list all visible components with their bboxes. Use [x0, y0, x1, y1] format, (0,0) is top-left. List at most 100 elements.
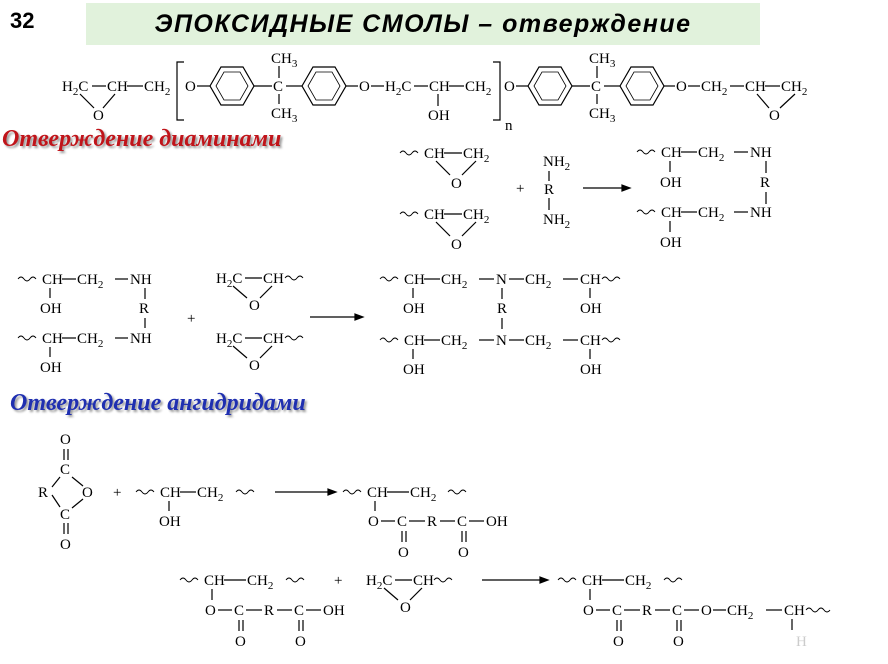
- p2-ch-b: CH: [580, 272, 601, 288]
- product1-ch2-bottom: CH2: [698, 205, 724, 224]
- alcohol-ch: CH: [160, 485, 181, 501]
- p2-ch2-d: CH2: [525, 333, 551, 352]
- r2-epoxy-a-ch: CH: [263, 271, 284, 287]
- resin-o-2: O: [359, 79, 370, 95]
- epoxy-b-ch2: CH2: [463, 207, 489, 226]
- r2-oh-bottom: OH: [40, 360, 62, 376]
- anhydride-o-top: O: [60, 432, 71, 448]
- resin-ch3-top-1: CH3: [271, 51, 298, 70]
- p3-ch-end: CH: [784, 603, 805, 619]
- resin-ch-right: CH: [745, 79, 766, 95]
- p2-oh-d: OH: [580, 362, 602, 378]
- resin-ch3-bottom-1: CH3: [271, 106, 298, 125]
- epoxy-resin-formula: H2C CH CH2 O O C CH3 CH3 O H2C CH OH: [62, 51, 807, 134]
- resin-ch2-right: CH2: [701, 79, 727, 98]
- r2-epoxy-a-o: O: [249, 298, 260, 314]
- resin-ch2-end: CH2: [781, 79, 807, 98]
- resin-o-4: O: [676, 79, 687, 95]
- a2-o-carbonyl-1: O: [235, 634, 246, 650]
- p3-ch2: CH2: [625, 573, 651, 592]
- resin-epoxy-o-left: O: [93, 108, 104, 124]
- a2-oh: OH: [323, 603, 345, 619]
- r2-r: R: [139, 301, 149, 317]
- resin-repeat-n: n: [505, 118, 513, 134]
- a2-o-carbonyl-2: O: [295, 634, 306, 650]
- r2-epoxy-b-ch: CH: [263, 331, 284, 347]
- plus-1: +: [516, 181, 524, 197]
- r2-ch-bottom: CH: [42, 331, 63, 347]
- a2-ch: CH: [204, 573, 225, 589]
- product1-ch-top: CH: [661, 145, 682, 161]
- epoxy-b-o: O: [451, 237, 462, 253]
- anhydride-o-bottom: O: [60, 537, 71, 553]
- amine-reaction-2: CH CH2 NH OH R CH CH2 NH OH + H2C CH O H…: [17, 271, 621, 378]
- product1-oh-top: OH: [660, 175, 682, 191]
- product1-ch2-top: CH2: [698, 145, 724, 164]
- epoxy-b-ch: CH: [424, 207, 445, 223]
- resin-c-1: C: [273, 79, 283, 95]
- resin-c-2: C: [591, 79, 601, 95]
- p2-n-bottom: N: [496, 333, 507, 349]
- p3-c-2: C: [672, 603, 682, 619]
- resin-h2c-left: H2C: [62, 79, 88, 98]
- p3-r: R: [642, 603, 652, 619]
- alcohol-ch2: CH2: [197, 485, 223, 504]
- resin-epoxy-o-right: O: [769, 108, 780, 124]
- ester-ch: CH: [367, 485, 388, 501]
- r2-ch-top: CH: [42, 272, 63, 288]
- p2-ch2-c: CH2: [441, 333, 467, 352]
- anhydride-r: R: [38, 485, 48, 501]
- epoxy-a-ch2: CH2: [463, 146, 489, 165]
- a2-c-1: C: [234, 603, 244, 619]
- p2-n-top: N: [496, 272, 507, 288]
- slide-title: ЭПОКСИДНЫЕ СМОЛЫ – отверждение: [86, 3, 760, 45]
- resin-o-3: O: [504, 79, 515, 95]
- p2-ch-a: CH: [404, 272, 425, 288]
- plus-2: +: [187, 311, 195, 327]
- diamine-nh2-bottom: NH2: [543, 212, 570, 231]
- anhydride-reaction-2: CH CH2 O C O R C O OH + H2C CH O CH CH2: [179, 573, 831, 650]
- product1-nh-bottom: NH: [750, 205, 772, 221]
- ester-oh: OH: [486, 514, 508, 530]
- resin-ch-mid: CH: [429, 79, 450, 95]
- p2-ch-d: CH: [580, 333, 601, 349]
- product1-oh-bottom: OH: [660, 235, 682, 251]
- r2-oh-top: OH: [40, 301, 62, 317]
- p3-c-1: C: [612, 603, 622, 619]
- heading-anhydride-curing: Отверждение ангидридами: [10, 390, 306, 416]
- resin-h2c-mid: H2C: [385, 79, 411, 98]
- anhydride-o-ring: O: [82, 485, 93, 501]
- alcohol-oh: OH: [159, 514, 181, 530]
- r2-ch2-bottom: CH2: [77, 331, 103, 350]
- r2-epoxy-a-h2c: H2C: [216, 271, 242, 290]
- slide-number: 32: [10, 8, 35, 33]
- ester-c-2: C: [457, 514, 467, 530]
- r2-ch2-top: CH2: [77, 272, 103, 291]
- plus-4: +: [334, 573, 342, 589]
- p2-oh-c: OH: [403, 362, 425, 378]
- resin-ch3-top-2: CH3: [589, 51, 616, 70]
- resin-oh: OH: [428, 108, 450, 124]
- resin-o-1: O: [185, 79, 196, 95]
- anhydride-c-bottom: C: [60, 507, 70, 523]
- p3-ch2-end: CH2: [727, 603, 753, 622]
- resin-ch3-bottom-2: CH3: [589, 106, 616, 125]
- product1-ch-bottom: CH: [661, 205, 682, 221]
- diamine-r: R: [544, 182, 554, 198]
- p2-oh-a: OH: [403, 301, 425, 317]
- a2-epoxy-h2c: H2C: [366, 573, 392, 592]
- heading-diamine-curing: Отверждение диаминами: [2, 126, 282, 152]
- r2-nh-top: NH: [130, 272, 152, 288]
- p3-o-1: O: [583, 603, 594, 619]
- epoxy-a-o: O: [451, 176, 462, 192]
- p2-oh-b: OH: [580, 301, 602, 317]
- p3-o-carbonyl-1: O: [613, 634, 624, 650]
- resin-ch-left: CH: [107, 79, 128, 95]
- p3-o-2: O: [701, 603, 712, 619]
- amine-reaction-1: CH CH2 O CH CH2 O + NH2 R NH2 CH CH2 NH …: [399, 145, 772, 253]
- ester-c-1: C: [397, 514, 407, 530]
- a2-epoxy-o: O: [400, 600, 411, 616]
- a2-c-2: C: [294, 603, 304, 619]
- ester-o-carbonyl-1: O: [398, 545, 409, 561]
